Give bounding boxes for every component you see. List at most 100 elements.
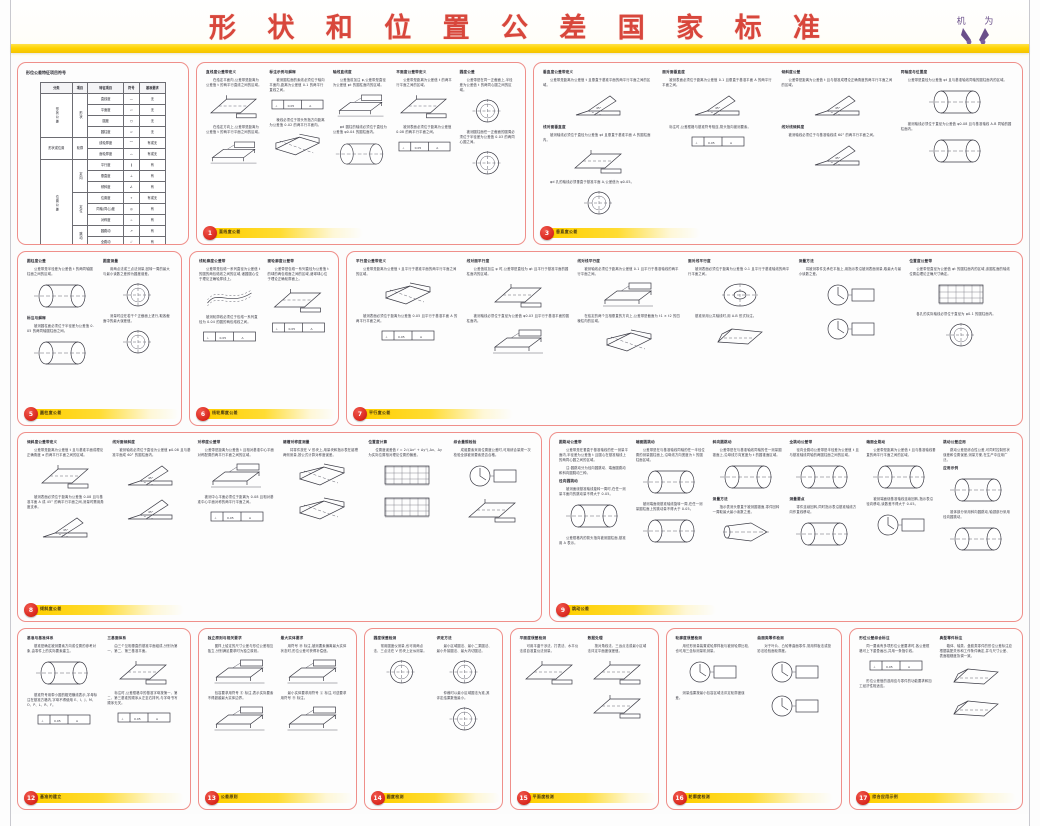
panel-measure-round[interactable]: 圆度误差检测常用圆度仪测量,也可用两点法、三点法在 V 形块上近似测量。评定方法… xyxy=(363,628,503,810)
body-text: 对于叶片、凸轮等曲面零件,常用样板法或投影法检验面轮廓度。 xyxy=(757,644,832,653)
flatness-check-figure xyxy=(521,659,579,685)
panel-mmc[interactable]: 独立原则与相关要求图样上给定的尺寸公差与形位公差相互独立,分别满足要求时为独立原… xyxy=(197,628,357,810)
keyway-measure-figure xyxy=(289,497,355,523)
section-title: 线对面倾斜度 xyxy=(112,440,136,444)
column-spacer xyxy=(374,691,430,791)
svg-text:⊥: ⊥ xyxy=(385,335,388,339)
section-title: 键槽对称度测量 xyxy=(282,440,310,444)
axis-cylinder-figure xyxy=(334,140,389,168)
body-text: 仲裁时以最小区域圆法为准,其评定结果数值最小。 xyxy=(436,691,490,700)
panel-column: 圆度测量用两点法或三点法测量,回转一周的最大与最小读数之差即为圆度误差。测量时应… xyxy=(103,259,172,407)
body-text: 注:圆跳动分为径向圆跳动、端面圆跳动和斜向圆跳动三种。 xyxy=(559,466,626,475)
column-spacer xyxy=(437,738,493,791)
body-text: 标注时,公差框格中的基准字母按第一、第二、第三基准的顺序从左至右排列,与字母书写… xyxy=(107,691,178,705)
cell-symbol: — xyxy=(123,93,140,105)
panel-column: 面对线平行度被测表面必须位于距离为公差值 0.1 且平行于基准轴线的两平行平面之… xyxy=(688,259,792,407)
flatness-grid-figure xyxy=(589,693,647,719)
body-text: 被测圆柱面的素线必须位于轴向平面内,距离为公差值 0.1 的两平行直线之间。 xyxy=(269,78,325,92)
straightness-two-direction-figure xyxy=(207,140,262,166)
th-sub: 项目 xyxy=(71,82,89,94)
svg-text:⊥: ⊥ xyxy=(275,327,278,331)
panel-column: 直线度公差带定义在给定平面内,公差带是距离为公差值 t 的两平行直线之间的区域。… xyxy=(206,70,262,226)
section-title: 线对线平行度 xyxy=(577,259,601,263)
section-title: 端面圆跳动 xyxy=(635,440,655,444)
cell-symbol: ○ xyxy=(123,115,140,127)
svg-text:0.05: 0.05 xyxy=(415,146,422,150)
panel-datum[interactable]: 基准与基准体系基准是确定被测要素方向或位置的参考对象,由零件上的实际要素建立。基… xyxy=(17,628,191,810)
panel-content: 倾斜度公差带定义公差带是距离为公差值 t 且与基准平面成理论正确角度 α 的两平… xyxy=(18,433,541,621)
column-spacer xyxy=(688,354,792,407)
svg-text:0.05: 0.05 xyxy=(54,719,61,723)
panel-column: 倾斜度公差公差带是距离为公差值 t 且与基准成理论正确角度的两平行平面之间的区域… xyxy=(782,70,894,226)
table-row: 全跳动 ⌰ 有 xyxy=(41,236,167,244)
body-text: 测量结果按最小包容区域法评定轮廓度误差。 xyxy=(675,691,745,700)
brand-mark-icon xyxy=(961,28,989,45)
table-row: 圆柱度 ⌭ 无 xyxy=(41,126,167,138)
cell-name: 垂直度 xyxy=(87,170,125,182)
panel-content: 平面度误差检测可用平晶干涉法、打表法、水平仪法或自准直仪法测量。数据处理按对角线… xyxy=(511,629,658,809)
body-text: 由三个互相垂直的基准平面组成,分别为第一、第二、第三基准平面。 xyxy=(107,644,178,653)
body-text: 被测圆柱面必须位于半径差为公差值 0.05 的两同轴圆柱面之间。 xyxy=(27,324,94,333)
panel-column: 基准与基准体系基准是确定被测要素方向或位置的参考对象,由零件上的实际要素建立。基… xyxy=(27,636,100,791)
panel-straightness[interactable]: 直线度公差带定义在给定平面内,公差带是距离为公差值 t 的两平行直线之间的区域。… xyxy=(196,62,526,245)
panel-symbol-table[interactable]: 形位公差特征项目符号 分类 项目 特征项目 符号 基准要求 形状公差 xyxy=(17,62,189,245)
panel-flatness-check[interactable]: 平面度误差检测可用平晶干涉法、打表法、水平仪法或自准直仪法测量。数据处理按对角线… xyxy=(509,628,659,810)
column-spacer xyxy=(281,738,347,791)
svg-text:45°: 45° xyxy=(596,106,602,110)
panel-column: 数据处理按对角线法、三远点法或最小区域法评定平面度误差值。 xyxy=(588,636,649,791)
panel-angularity[interactable]: 倾斜度公差带定义公差带是距离为公差值 t 且与基准平面成理论正确角度 α 的两平… xyxy=(17,432,542,622)
section-title: 线对线倾斜度 xyxy=(781,125,805,129)
column-spacer xyxy=(206,172,262,226)
panel-parallelism[interactable]: 平行度公差带定义公差带是距离为公差值 t 且平行于基准平面的两平行平面之间的区域… xyxy=(346,251,1023,426)
body-text: 被测轴线必须位于直径为公差值 φt 且垂直于基准平面 A 的圆柱面内。 xyxy=(543,133,651,142)
blade-check-figure xyxy=(762,693,828,719)
roundness-instrument-figure xyxy=(375,659,428,685)
panel-column: 独立原则与相关要求图样上给定的尺寸公差与形位公差相互独立,分别满足要求时为独立原… xyxy=(208,636,274,791)
section-title: 面对线平行度 xyxy=(688,259,711,263)
cell-symbol: ⌓ xyxy=(123,148,140,160)
cell-symbol: ⊥ xyxy=(123,170,140,182)
panel-row-3: 倾斜度公差带定义公差带是距离为公差值 t 且与基准平面成理论正确角度 α 的两平… xyxy=(17,432,1023,622)
body-text: 被测轴线必须位于与基准轴线成 60° 的两平行平面之间。 xyxy=(788,133,877,137)
body-text: 按对角线法、三远点法或最小区域法评定平面度误差值。 xyxy=(587,644,647,653)
body-text: 基准是确定被测要素方向或位置的参考对象,由零件上的实际要素建立。 xyxy=(27,644,97,653)
svg-text:0.05: 0.05 xyxy=(227,516,234,520)
right-edge-rule xyxy=(1029,0,1030,826)
section-title: 位置度公差带 xyxy=(909,259,933,263)
panel-perpendicularity[interactable]: 垂直度公差带定义公差带是距离为公差值 t 且垂直于基准平面的两平行平面之间的区域… xyxy=(533,62,1023,245)
svg-text:A: A xyxy=(76,719,79,723)
column-spacer xyxy=(454,529,532,603)
cell-datum: 有或无 xyxy=(138,137,167,149)
cell-symbol: ⌭ xyxy=(123,126,140,138)
body-text: 被测表面必须位于距离为公差值 0.1 且垂直于基准平面 A 的两平行平面之间。 xyxy=(662,78,772,87)
cylindricity-definition-figure xyxy=(29,282,95,310)
cell-group: 形状或位置 xyxy=(40,137,73,160)
column-spacer xyxy=(467,361,571,407)
cell-datum: 无 xyxy=(138,104,167,116)
panel-runout[interactable]: 圆跳动公差带公差带是在垂直于基准轴线的任一测量平面内,半径差为公差值 t 且圆心… xyxy=(549,432,1023,622)
three-plane-datum-figure xyxy=(111,659,177,685)
panel-profile[interactable]: 线轮廓度公差带公差带是包络一系列直径为公差值 t 的圆的两包络线之间的区域,诸圆… xyxy=(189,251,339,426)
column-spacer xyxy=(636,551,706,603)
panel-column: 位置度计算位置度误差值 f = 2√(Δx² + Δy²),Δx、Δy 为实际位… xyxy=(368,440,446,603)
section-title: 应用示例 xyxy=(943,466,959,470)
oblique-runout-figure xyxy=(715,463,781,491)
column-spacer xyxy=(103,361,172,407)
panel-cylindricity[interactable]: 圆柱度公差公差带是半径差为公差值 t 的两同轴圆柱面之间的区域。标注与解释被测圆… xyxy=(17,251,182,426)
line-to-plane-parallel-figure xyxy=(486,282,552,308)
panel-profile-check[interactable]: 轮廓度误差检测用仿形测量装置或轮廓样板与被测轮廓比较,也可用三坐标测量机测量。测… xyxy=(665,628,843,810)
section-title: 同轴度与位置度 xyxy=(900,70,928,74)
svg-text:⊥: ⊥ xyxy=(873,665,876,669)
column-spacer xyxy=(199,350,261,407)
body-text: 指示表测头垂直于被测圆锥面,零件回转一周取最大最小读数之差。 xyxy=(712,505,780,514)
cell-name: 位置度 xyxy=(87,192,125,204)
panel-application[interactable]: 形位公差综合标注同一要素有多项形位公差要求时,各公差框格可上下重叠画出,共用一条… xyxy=(849,628,1023,810)
section-title: 线轮廓度公差带 xyxy=(199,259,226,263)
panel-column: 评定方法最小区域圆法、最小二乘圆法、最小外接圆法、最大内切圆法。仲裁时以最小区域… xyxy=(437,636,493,791)
body-text: 被测轴线必须位于直径为公差值 φ0.03 且平行于基准平面的圆柱面内。 xyxy=(466,314,570,323)
panel-column: 测量方法将被测零件支承在平板上,用指示表沿被测表面测量,取最大与最小读数之差。 xyxy=(799,259,903,407)
roundness-callout-figure xyxy=(460,150,515,176)
cell-symbol: ⌰ xyxy=(123,236,140,244)
body-text: 用两点法或三点法测量,回转一周的最大与最小读数之差即为圆度误差。 xyxy=(103,267,170,276)
